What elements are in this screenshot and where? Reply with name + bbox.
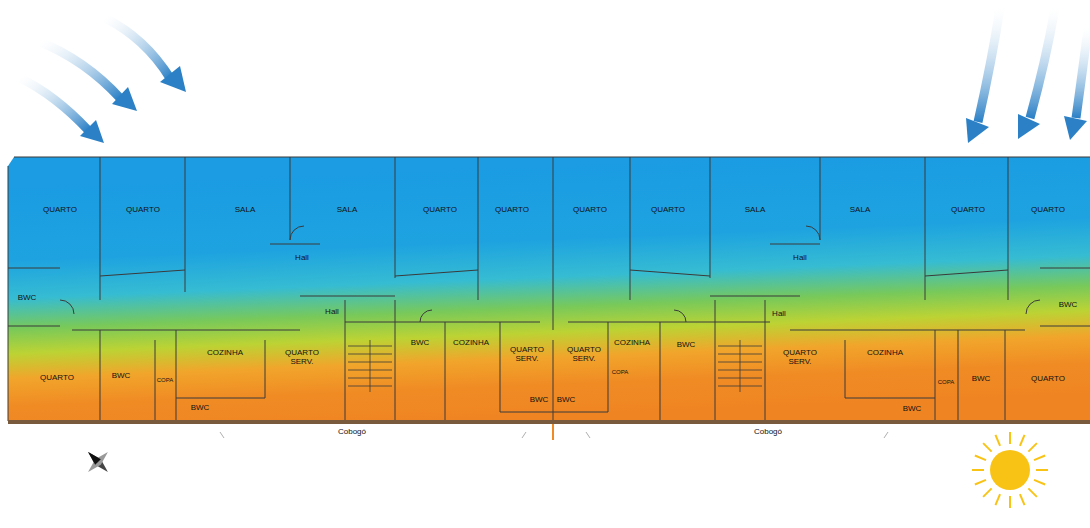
room-label: SALA (235, 206, 255, 215)
room-label: SALA (745, 206, 765, 215)
room-label: QUARTO (423, 206, 457, 215)
heat-map (8, 157, 1090, 421)
room-label: BWC (557, 396, 576, 405)
room-label: Cobogó (338, 428, 366, 437)
walls (8, 157, 1090, 421)
room-label: Hall (325, 308, 339, 317)
room-label: SALA (337, 206, 357, 215)
room-label: BWC (411, 339, 430, 348)
room-label: QUARTO (951, 206, 985, 215)
room-label: Cobogó (754, 428, 782, 437)
room-label: QUARTO (573, 206, 607, 215)
room-label: QUARTO SERV. (507, 346, 547, 364)
room-label: COZINHA (453, 339, 489, 348)
room-label: QUARTO (1031, 206, 1065, 215)
room-label: Hall (772, 310, 786, 319)
room-label: Hall (793, 254, 807, 263)
room-label: BWC (972, 375, 991, 384)
room-label: BWC (530, 396, 549, 405)
room-label: Hall (295, 254, 309, 263)
room-label: COZINHA (867, 349, 903, 358)
room-label: BWC (677, 341, 696, 350)
room-label: QUARTO (43, 206, 77, 215)
room-label: COPA (157, 377, 174, 384)
room-label: COZINHA (614, 339, 650, 348)
wind-arrows (20, 8, 1088, 143)
room-label: QUARTO (1031, 375, 1065, 384)
room-label: BWC (1059, 301, 1078, 310)
room-label: QUARTO (126, 206, 160, 215)
room-label: QUARTO SERV. (564, 346, 604, 364)
room-label: COZINHA (207, 349, 243, 358)
north-compass (78, 442, 118, 482)
room-label: BWC (112, 372, 131, 381)
ticks (220, 432, 888, 438)
room-label: BWC (18, 294, 37, 303)
cobogo-wall (8, 420, 1090, 424)
axis-mark (552, 424, 554, 440)
room-label: QUARTO (40, 374, 74, 383)
room-label: COPA (938, 379, 955, 386)
stairs (348, 340, 762, 392)
sun-icon (972, 432, 1048, 508)
room-label: COPA (612, 369, 629, 376)
room-label: BWC (903, 405, 922, 414)
room-label: BWC (191, 404, 210, 413)
room-label: QUARTO (495, 206, 529, 215)
room-label: SALA (850, 206, 870, 215)
room-label: QUARTO SERV. (280, 349, 324, 367)
room-label: QUARTO (651, 206, 685, 215)
room-label: QUARTO SERV. (778, 349, 822, 367)
